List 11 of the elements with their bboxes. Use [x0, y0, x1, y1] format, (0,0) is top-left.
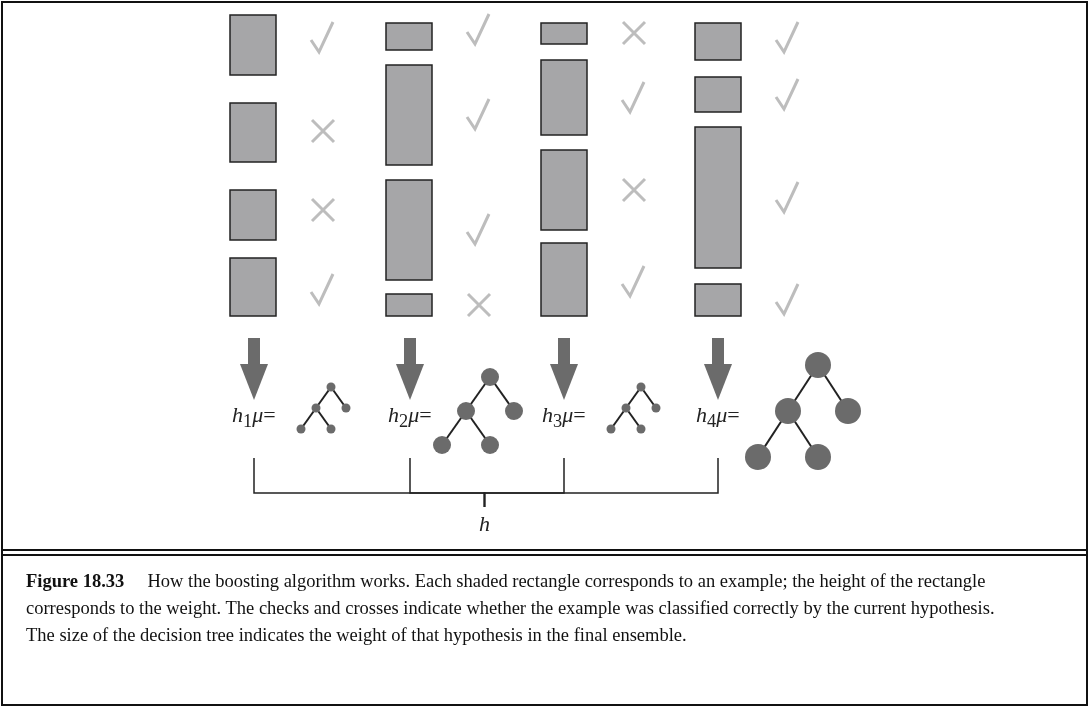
- hypothesis-label: h$_{1}$μ=: [232, 402, 276, 435]
- hypothesis-label: h$_{2}$μ=: [388, 402, 432, 435]
- hypothesis-label: h$_{4}$μ=: [696, 402, 740, 435]
- figure-caption: Figure 18.33 How the boosting algorithm works. Each shaded rectangle corresponds to an example; the height of the rectangle corresponds to the weight. The checks and crosses indicate whether the example was classified correctly by the current hypothesis. The size of the decision tree indicates the weight of that hypothesis in the final ensemble.: [26, 570, 996, 647]
- down-arrow: [240, 338, 268, 400]
- hypothesis-label: h$_{3}$μ=: [542, 402, 586, 435]
- down-arrow: [704, 338, 732, 400]
- down-arrow: [396, 338, 424, 400]
- hypothesis-label: h: [479, 511, 490, 537]
- down-arrow: [550, 338, 578, 400]
- bracket-line: [483, 457, 719, 508]
